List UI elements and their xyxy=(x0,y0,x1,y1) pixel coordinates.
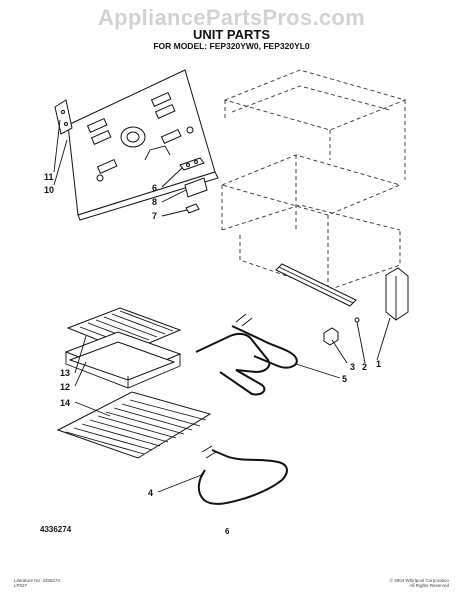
leader-lines xyxy=(53,119,391,493)
hinge-receptacle-part xyxy=(179,157,205,171)
terminal-block xyxy=(323,327,339,346)
watermark: AppliancePartsPros.com xyxy=(97,5,366,30)
page-number: 6 xyxy=(225,527,230,536)
callout-1: 1 xyxy=(376,359,381,369)
page-title: UNIT PARTS xyxy=(192,27,271,42)
callout-11: 11 xyxy=(44,172,54,182)
callout-5: 5 xyxy=(342,374,347,384)
footer-left-line-1: Literature No. 4336274 xyxy=(14,578,61,583)
vent-bracket-part xyxy=(184,177,208,198)
callout-3: 3 xyxy=(350,362,355,372)
clip-part xyxy=(185,203,200,214)
model-subtitle: FOR MODEL: FEP320YW0, FEP320YL0 xyxy=(153,41,310,51)
callout-14: 14 xyxy=(60,398,70,408)
callout-2: 2 xyxy=(362,362,367,372)
document-number: 4336274 xyxy=(40,525,72,534)
footer-right-line-2: All Rights Reserved xyxy=(409,583,449,588)
callout-10: 10 xyxy=(44,185,54,195)
broiler-pan xyxy=(64,331,182,389)
drawer-trim-bar xyxy=(275,263,357,307)
footer-left-line-2: LP027 xyxy=(14,583,28,588)
callout-12: 12 xyxy=(60,382,70,392)
callout-4: 4 xyxy=(148,488,153,498)
footer-right-line-1: © 2004 Whirlpool Corporation xyxy=(389,578,449,583)
footer-right: © 2004 Whirlpool Corporation All Rights … xyxy=(390,578,449,588)
broil-element xyxy=(195,313,298,396)
end-cap xyxy=(385,267,409,321)
callout-8: 8 xyxy=(152,197,157,207)
range-cabinet-outline xyxy=(220,69,407,291)
screw xyxy=(354,317,360,323)
callout-13: 13 xyxy=(60,368,70,378)
oven-rack xyxy=(56,391,212,459)
bake-element xyxy=(197,445,288,505)
back-panel xyxy=(67,69,219,221)
broiler-grid xyxy=(66,307,182,353)
callout-7: 7 xyxy=(152,211,157,221)
callout-6: 6 xyxy=(152,183,157,193)
footer-left: Literature No. 4336274 LP027 xyxy=(14,578,60,588)
panel-bracket xyxy=(54,99,73,135)
